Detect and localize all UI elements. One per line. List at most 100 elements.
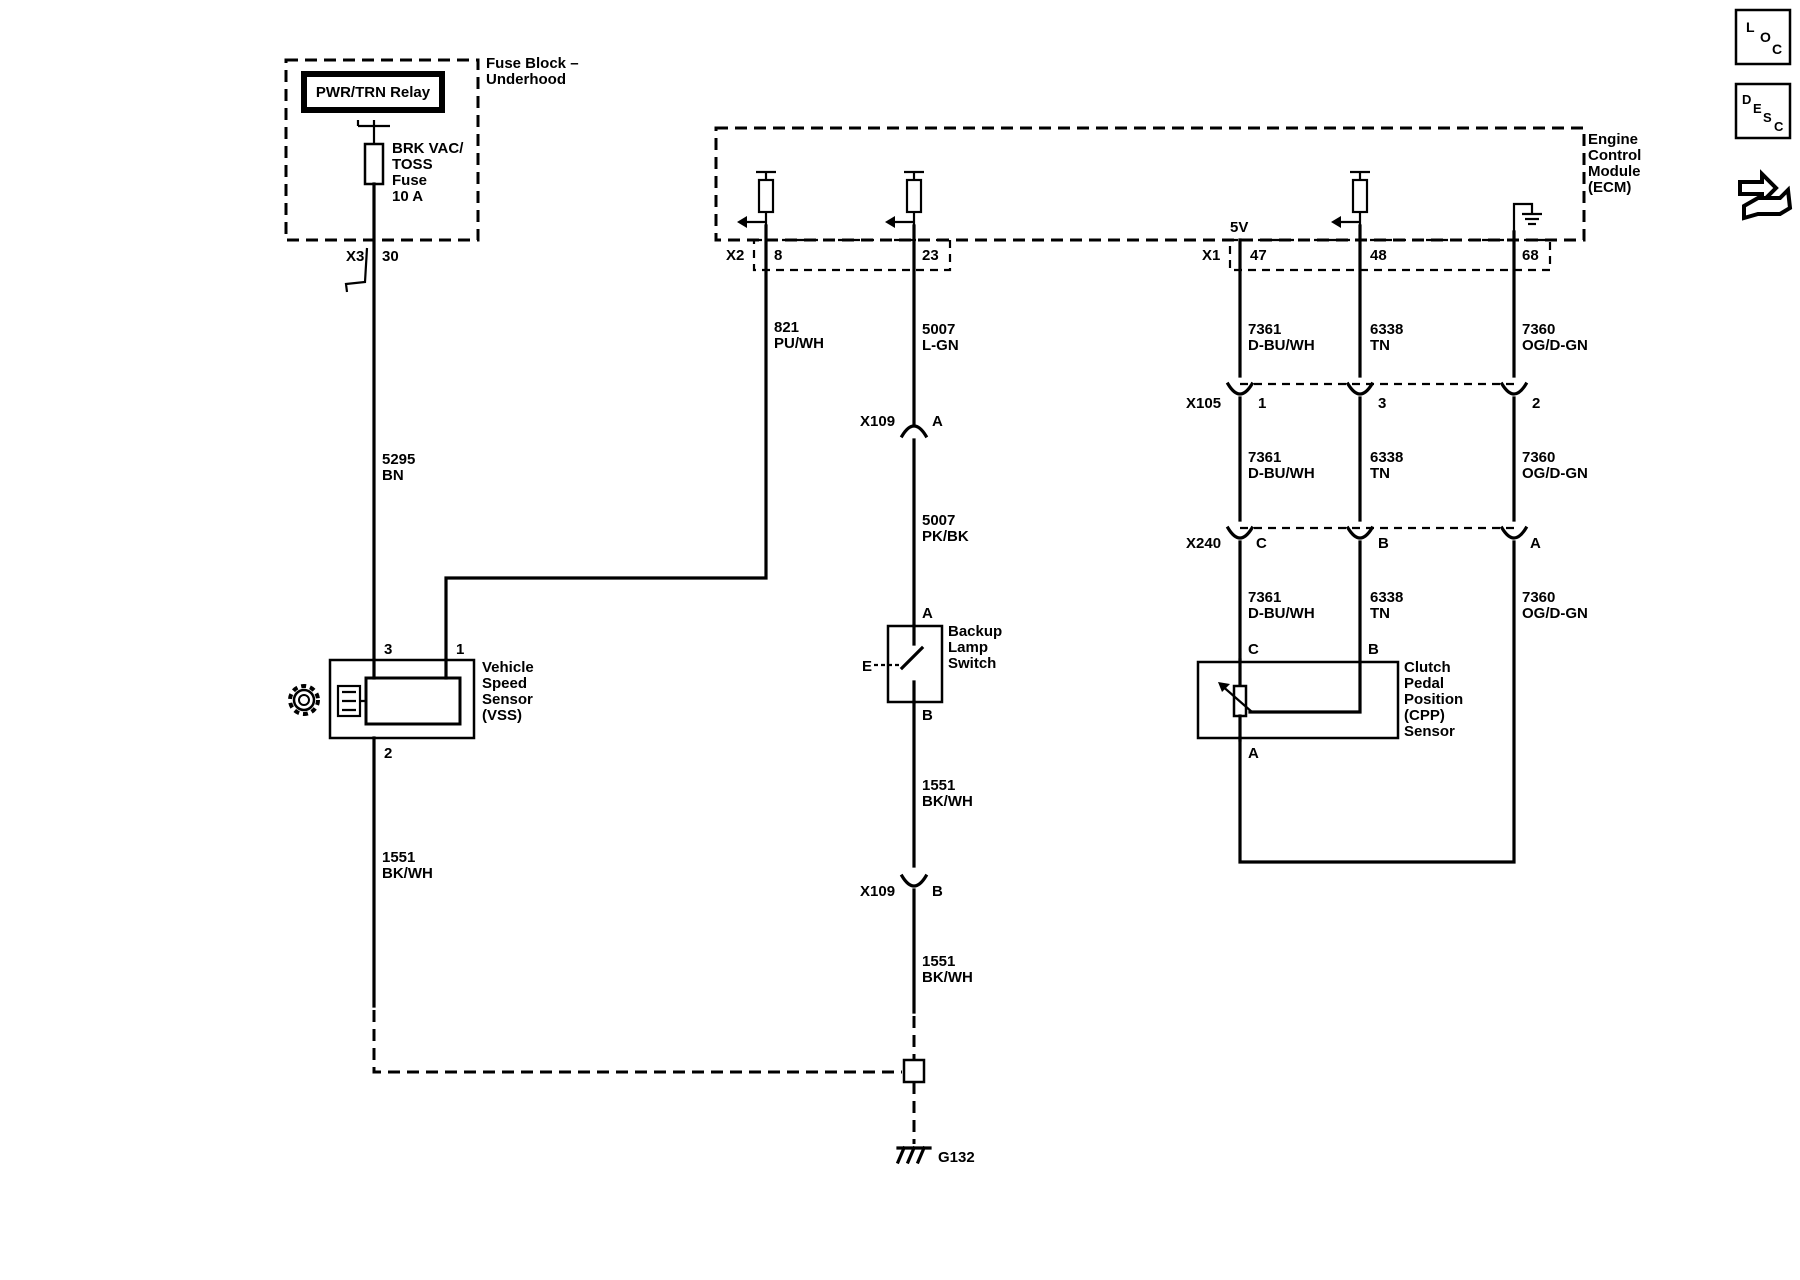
connector-end-view-icon[interactable] (1738, 169, 1793, 221)
ecm-title-3: Module (1588, 163, 1641, 180)
wire-821 (444, 224, 768, 662)
fuse-connector-label: X3 (346, 248, 364, 265)
ecm-ground-icon (1512, 202, 1542, 232)
connector-x109-a: X109 A (860, 413, 943, 439)
cpp-pin-b: B (1368, 641, 1379, 658)
wire-7361-c-num: 7361 (1248, 589, 1281, 606)
vss-label-1: Vehicle (482, 659, 534, 676)
gear-icon (288, 684, 320, 716)
cpp-sensor-box (1196, 660, 1400, 740)
wire-1551-vss-color: BK/WH (382, 865, 433, 882)
wire-7361-c-color: D-BU/WH (1248, 605, 1315, 622)
wire-7361-b-num: 7361 (1248, 449, 1281, 466)
ecm-x1-connector (1228, 238, 1552, 272)
wire-6338-c-color: TN (1370, 605, 1390, 622)
backup-switch-mark: E (862, 658, 872, 675)
desc-icon-e: E (1753, 101, 1762, 116)
backup-switch-label-3: Switch (948, 655, 996, 672)
fuse-block-title-2: Underhood (486, 71, 566, 88)
description-button[interactable]: D E S C (1734, 82, 1792, 140)
connector-x109-b-pin: B (932, 883, 943, 900)
fuse-label-4: 10 A (392, 188, 423, 205)
connector-x105-pin-1: 1 (1258, 395, 1266, 412)
ecm-x2-label: X2 (726, 247, 744, 264)
connector-x240: X240 C B A (1186, 525, 1541, 552)
ecm-title-1: Engine (1588, 131, 1638, 148)
wire-5295-num: 5295 (382, 451, 415, 468)
wire-7360-c (1238, 540, 1516, 864)
relay-contact-icon (356, 120, 390, 138)
connector-x240-pin-c: C (1256, 535, 1267, 552)
wire-6338-c (1248, 540, 1362, 714)
desc-icon-c: C (1774, 119, 1784, 134)
wire-821-color: PU/WH (774, 335, 824, 352)
connector-x105: X105 1 3 2 (1186, 381, 1540, 412)
wire-7360-c-num: 7360 (1522, 589, 1555, 606)
connector-x105-pin-2: 2 (1532, 395, 1540, 412)
backup-lamp-switch: A B E Backup Lamp Switch (862, 605, 1002, 724)
fuse-icon (363, 142, 385, 186)
wire-5007-top-color: L-GN (922, 337, 959, 354)
ecm-title-2: Control (1588, 147, 1641, 164)
ground-name: G132 (938, 1149, 975, 1166)
wire-1551-vss-num: 1551 (382, 849, 415, 866)
wire-6338-a-num: 6338 (1370, 321, 1403, 338)
connector-x105-icon (1225, 381, 1529, 396)
vss-pin-1: 1 (456, 641, 464, 658)
loc-icon-o: O (1760, 29, 1771, 45)
wire-7360-c-color: OG/D-GN (1522, 605, 1588, 622)
vss-pin-3: 3 (384, 641, 392, 658)
wire-7360-a-num: 7360 (1522, 321, 1555, 338)
connector-x240-pin-a: A (1530, 535, 1541, 552)
connector-x109-a-pin: A (932, 413, 943, 430)
connector-x109-b-icon (899, 873, 929, 888)
wire-7360-a-color: OG/D-GN (1522, 337, 1588, 354)
ecm-pin-48: 48 (1370, 247, 1387, 264)
connector-x109-b: X109 B (860, 873, 943, 900)
wire-7361-a-num: 7361 (1248, 321, 1281, 338)
wire-6338-a-color: TN (1370, 337, 1390, 354)
wire-5007-bottom-num: 5007 (922, 512, 955, 529)
fuse-block-title-1: Fuse Block – (486, 55, 579, 72)
connector-x105-pin-3: 3 (1378, 395, 1386, 412)
vss-inner-box (364, 676, 462, 726)
wire-7361-a-color: D-BU/WH (1248, 337, 1315, 354)
fuse-block: Fuse Block – Underhood PWR/TRN Relay BRK… (284, 55, 579, 293)
ecm-pin-68: 68 (1522, 247, 1539, 264)
wire-1551-backup-bottom-num: 1551 (922, 953, 955, 970)
connector-x109-a-name: X109 (860, 413, 895, 430)
fuse-pin-label: 30 (382, 248, 399, 265)
ecm-5v-label: 5V (1230, 219, 1248, 236)
relay-box (301, 71, 445, 113)
vss-label-3: Sensor (482, 691, 533, 708)
wire-5295-color: BN (382, 467, 404, 484)
connector-x240-pin-b: B (1378, 535, 1389, 552)
wire-1551-backup-bottom-color: BK/WH (922, 969, 973, 986)
ecm-pin-8: 8 (774, 247, 782, 264)
fuse-label-2: TOSS (392, 156, 433, 173)
ground-splice-dashed (372, 1010, 902, 1074)
backup-switch-pin-b: B (922, 707, 933, 724)
cpp-label-4: (CPP) (1404, 707, 1445, 724)
pullup-resistor-icon (1331, 170, 1370, 228)
cpp-label-5: Sensor (1404, 723, 1455, 740)
wire-821-num: 821 (774, 319, 799, 336)
loc-icon-l: L (1746, 19, 1755, 35)
switch-contact-icon (899, 624, 925, 704)
vehicle-speed-sensor: 3 1 2 Vehicle Speed Sensor (VSS) (288, 641, 534, 762)
vss-label-2: Speed (482, 675, 527, 692)
connector-hook-icon (344, 247, 369, 293)
desc-icon-s: S (1763, 110, 1772, 125)
wire-6338-c-num: 6338 (1370, 589, 1403, 606)
location-button[interactable]: L O C (1734, 8, 1792, 66)
cpp-label-3: Position (1404, 691, 1463, 708)
ground-icon (895, 1145, 932, 1165)
cpp-pin-c: C (1248, 641, 1259, 658)
cpp-sensor: C B A Clutch Pedal Position (CPP) Sensor (1196, 641, 1463, 762)
vss-pin-2: 2 (384, 745, 392, 762)
fuse-label-3: Fuse (392, 172, 427, 189)
ecm: Engine Control Module (ECM) X2 8 23 X1 4… (714, 126, 1641, 272)
cpp-pin-a: A (1248, 745, 1259, 762)
vss-label-4: (VSS) (482, 707, 522, 724)
